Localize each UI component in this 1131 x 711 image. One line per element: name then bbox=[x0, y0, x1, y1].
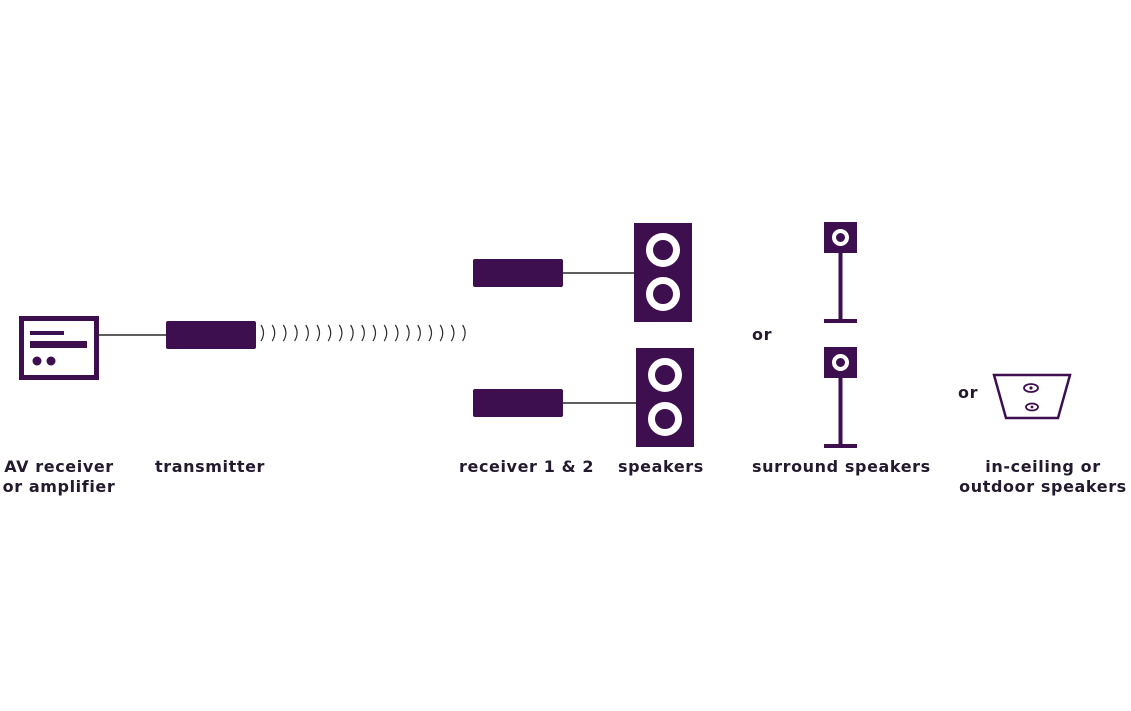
av-receiver-icon bbox=[19, 316, 99, 380]
wireless-signal-icon bbox=[260, 324, 466, 342]
label-or-2: or bbox=[958, 383, 979, 402]
signal-arc bbox=[305, 324, 309, 342]
signal-arc bbox=[260, 324, 265, 342]
label-in-ceiling-line-1: in-ceiling or bbox=[985, 457, 1101, 476]
signal-arc bbox=[361, 324, 365, 342]
label-av-receiver-line-2: or amplifier bbox=[2, 477, 116, 496]
label-speakers: speakers bbox=[618, 457, 704, 476]
label-av-receiver-line-1: AV receiver bbox=[4, 457, 114, 476]
signal-arc bbox=[394, 324, 399, 342]
floor-speaker-icon-2 bbox=[636, 348, 694, 447]
signal-arc bbox=[428, 324, 433, 342]
signal-arc bbox=[294, 324, 298, 342]
label-or-1: or bbox=[752, 325, 773, 344]
stand-speaker-icon-2 bbox=[824, 347, 857, 448]
floor-speaker-icon-1 bbox=[634, 223, 692, 322]
ceiling-speaker-icon bbox=[992, 373, 1072, 420]
signal-arc bbox=[462, 324, 466, 342]
receiver-box-icon-1 bbox=[473, 259, 563, 287]
label-in-ceiling-line-2: outdoor speakers bbox=[959, 477, 1127, 496]
label-transmitter: transmitter bbox=[155, 457, 266, 476]
signal-arc bbox=[271, 324, 276, 342]
signal-arc bbox=[417, 324, 421, 342]
label-receiver: receiver 1 & 2 bbox=[459, 457, 595, 476]
signal-arc bbox=[282, 324, 287, 342]
signal-arc bbox=[316, 324, 321, 342]
signal-arc bbox=[372, 324, 377, 342]
label-in-ceiling: in-ceiling or outdoor speakers bbox=[956, 457, 1130, 497]
signal-arc bbox=[439, 324, 444, 342]
label-surround-speakers: surround speakers bbox=[752, 457, 931, 476]
signal-arc bbox=[327, 324, 332, 342]
signal-arc bbox=[350, 324, 354, 342]
label-av-receiver: AV receiver or amplifier bbox=[0, 457, 118, 497]
transmitter-box-icon bbox=[166, 321, 256, 349]
signal-arc bbox=[450, 324, 455, 342]
signal-arc bbox=[383, 324, 388, 342]
signal-arc bbox=[338, 324, 343, 342]
receiver-box-icon-2 bbox=[473, 389, 563, 417]
stand-speaker-icon-1 bbox=[824, 222, 857, 323]
signal-arc bbox=[406, 324, 410, 342]
